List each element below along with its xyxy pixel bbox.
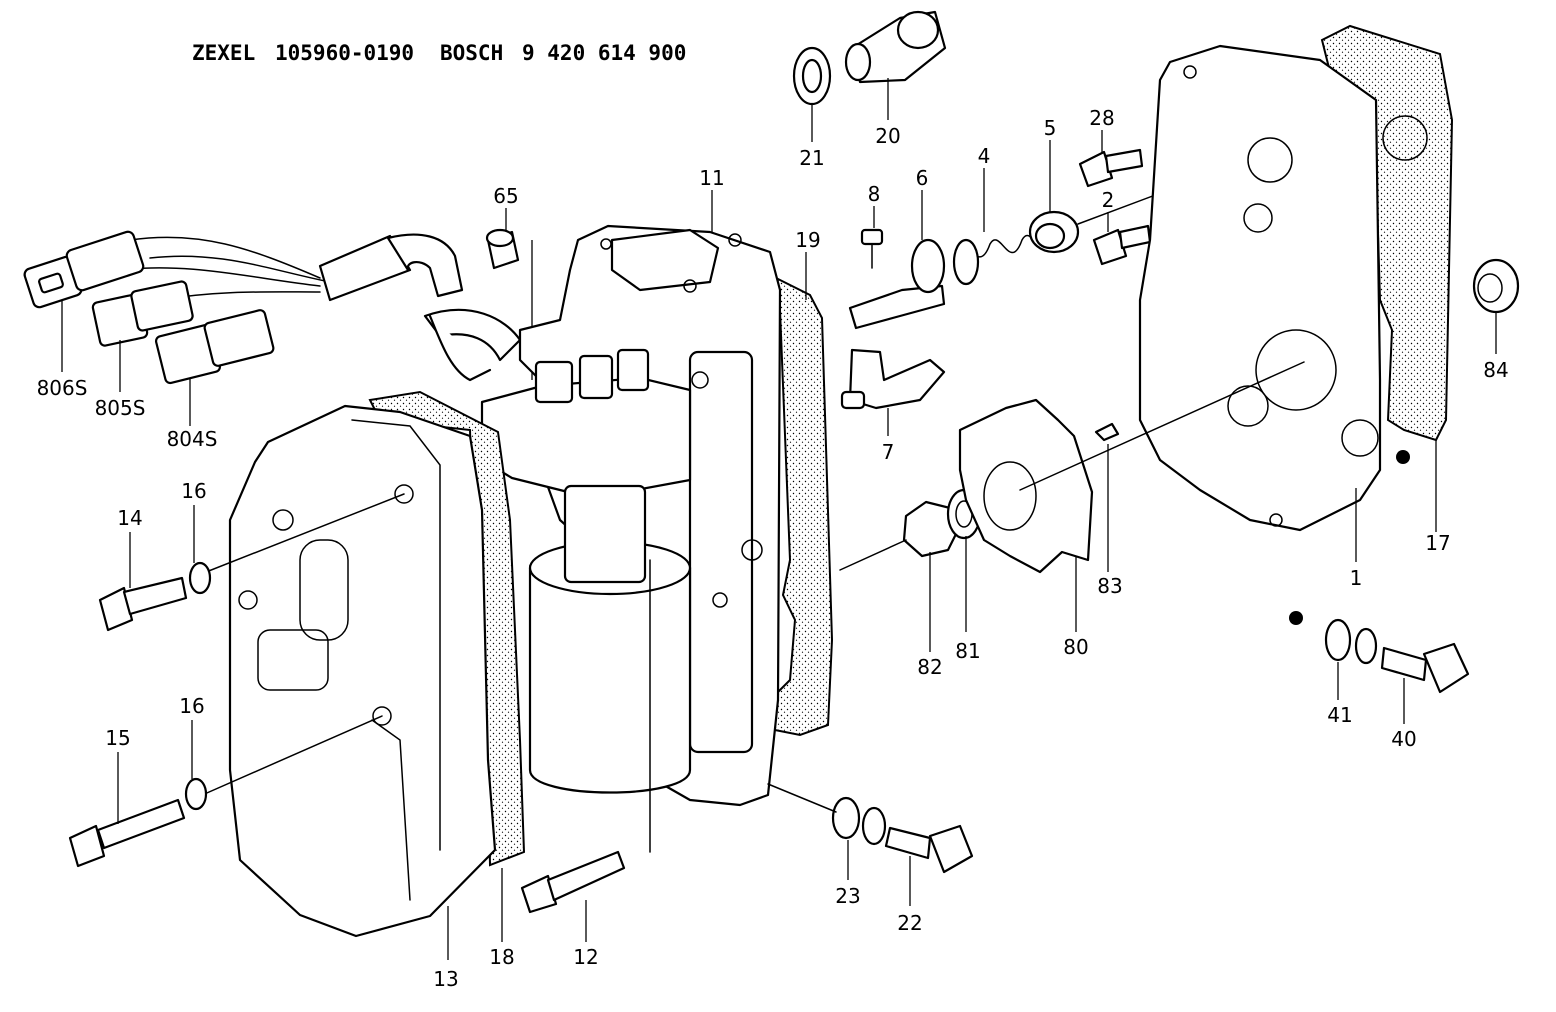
part-28-bolt [1078, 130, 1144, 188]
callout-41: 41 [1327, 703, 1352, 727]
callout-13: 13 [433, 967, 458, 991]
callout-6: 6 [916, 166, 929, 190]
callout-17: 17 [1425, 531, 1450, 555]
callout-23: 23 [835, 884, 860, 908]
callout-65: 65 [493, 184, 518, 208]
part-82-nut [902, 500, 960, 652]
connector-805s [91, 280, 194, 392]
part-13-cover [228, 404, 497, 960]
callout-82: 82 [917, 655, 942, 679]
callout-8: 8 [868, 182, 881, 206]
callout-804s: 804S [167, 427, 218, 451]
part-21-seal-ring [792, 46, 832, 142]
part-84-cap [1472, 258, 1520, 354]
callout-1: 1 [1350, 566, 1363, 590]
part-23-washers [767, 783, 887, 880]
callout-18: 18 [489, 945, 514, 969]
callout-28: 28 [1089, 106, 1114, 130]
diagram-header: ZEXEL 105960-0190 BOSCH 9 420 614 900 [192, 41, 686, 65]
wiring-harness [119, 233, 522, 382]
callout-12: 12 [573, 945, 598, 969]
header-brand-zexel: ZEXEL [192, 41, 255, 65]
callout-16-lower: 16 [179, 694, 204, 718]
part-80-gear [839, 361, 1305, 632]
callout-806s: 806S [37, 376, 88, 400]
callout-labels: 21 20 65 11 19 8 6 4 5 28 2 806S 805S 80… [37, 106, 1509, 991]
part-1-housing [1138, 44, 1410, 562]
callout-84: 84 [1483, 358, 1508, 382]
governor-solenoid-block [480, 348, 692, 500]
part-41-washers [1289, 611, 1378, 700]
callout-40: 40 [1391, 727, 1416, 751]
callout-11: 11 [699, 166, 724, 190]
part-6-lever [848, 190, 946, 330]
part-8-screw [860, 206, 884, 269]
callout-81: 81 [955, 639, 980, 663]
part-16-washer-upper [188, 505, 212, 595]
callout-15: 15 [105, 726, 130, 750]
part-22-bolt [884, 824, 974, 906]
callout-7: 7 [882, 440, 895, 464]
part-15-bolt [68, 715, 383, 868]
callout-21: 21 [799, 146, 824, 170]
part-14-bolt [98, 493, 405, 632]
part-83-key [1094, 422, 1120, 572]
callout-20: 20 [875, 124, 900, 148]
connector-804s [154, 309, 275, 426]
part-20-sensor [844, 10, 947, 120]
callout-16-upper: 16 [181, 479, 206, 503]
callout-14: 14 [117, 506, 142, 530]
callout-19: 19 [795, 228, 820, 252]
callout-805s: 805S [95, 396, 146, 420]
callout-83: 83 [1097, 574, 1122, 598]
callout-22: 22 [897, 911, 922, 935]
header-brand-bosch: BOSCH [440, 41, 503, 65]
connector-806s [23, 230, 145, 372]
header-bosch-part-number: 9 420 614 900 [522, 41, 686, 65]
part-40-bolt [1380, 642, 1470, 724]
header-zexel-part-number: 105960-0190 [275, 41, 414, 65]
callout-2: 2 [1102, 188, 1115, 212]
callout-80: 80 [1063, 635, 1088, 659]
part-12-screw [520, 559, 651, 942]
part-16-washer-lower [184, 720, 208, 811]
part-18-gasket [368, 390, 526, 942]
part-7-bracket [840, 348, 946, 436]
callout-4: 4 [978, 144, 991, 168]
callout-5: 5 [1044, 116, 1057, 140]
